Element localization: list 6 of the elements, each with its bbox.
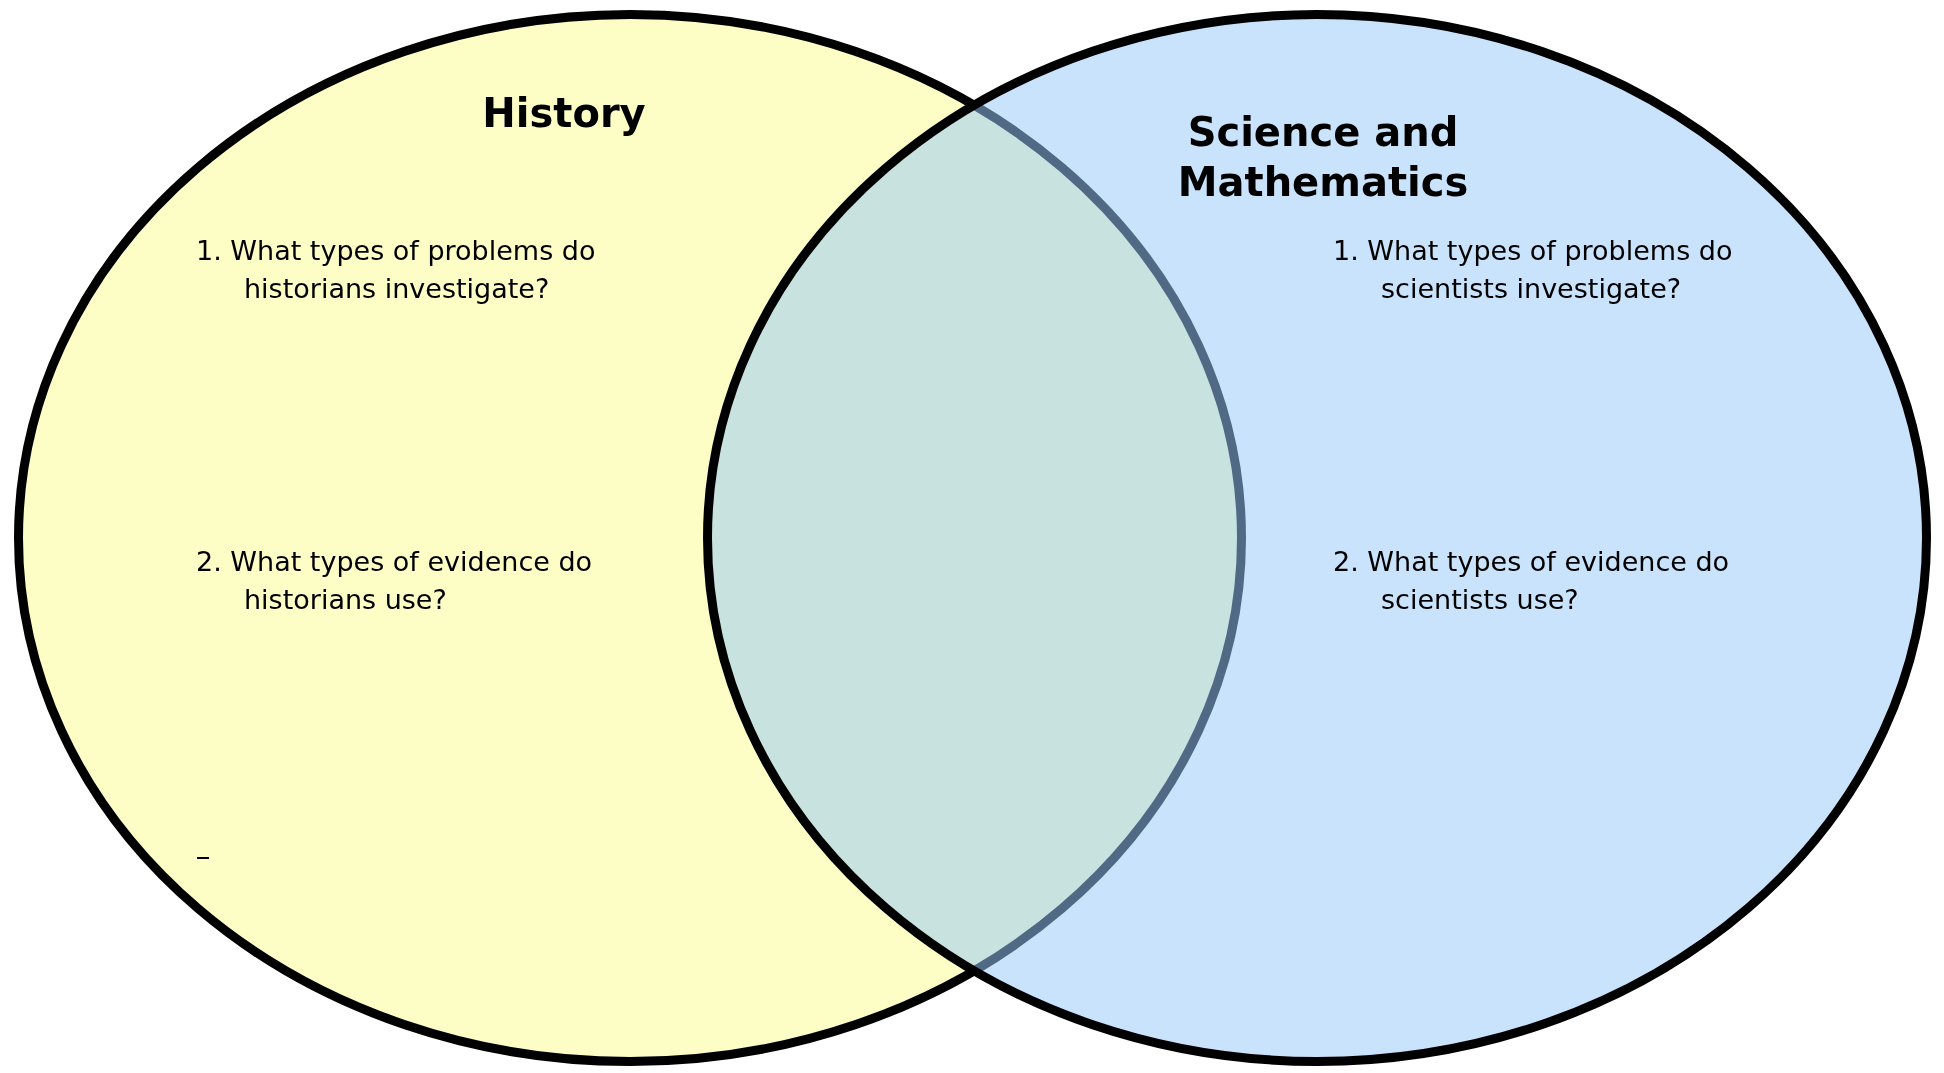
question-text: 1. What types of problems do historians investigate? <box>196 234 597 306</box>
question-text: 1. What types of problems do scientists investigate? <box>1333 234 1734 306</box>
circle-heading: Science and Mathematics <box>1176 108 1470 207</box>
question-text: 2. What types of evidence do historians use? <box>196 545 594 617</box>
question-text: 2. What types of evidence do scientists use? <box>1333 545 1731 617</box>
circle-heading: History <box>481 89 647 138</box>
